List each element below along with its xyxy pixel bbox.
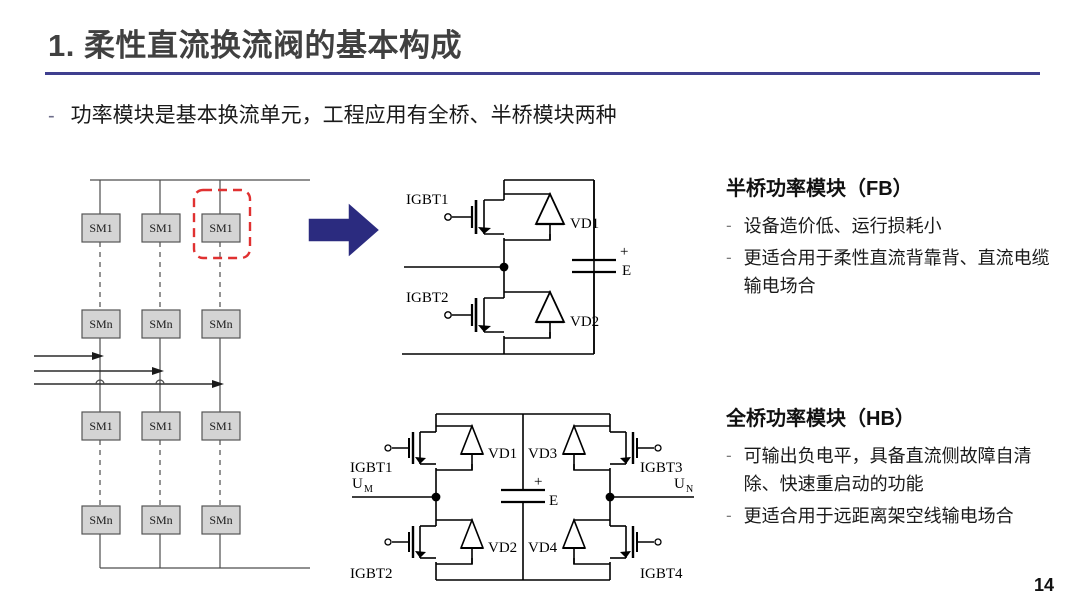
igbt4-symbol xyxy=(610,525,662,559)
full-bridge-circuit-diagram: + E U M U N IGBT1 VD1 IGBT2 xyxy=(350,413,694,582)
module-label: SMn xyxy=(209,513,232,527)
module-sm1-col2: SM1 xyxy=(141,213,181,243)
module-smn-upper-col2: SMn xyxy=(141,309,181,339)
un-subscript: N xyxy=(686,484,693,495)
bullet-dash-marker: - xyxy=(726,248,732,267)
module-sm1-lower-col1: SM1 xyxy=(81,411,121,441)
module-sm1-col1: SM1 xyxy=(81,213,121,243)
module-sm1-lower-col2: SM1 xyxy=(141,411,181,441)
page-number: 14 xyxy=(1033,575,1054,595)
capacitor-plus-label: + xyxy=(534,474,542,490)
module-label: SM1 xyxy=(89,419,112,433)
vd2-label: VD2 xyxy=(488,540,517,556)
module-smn-upper-col3: SMn xyxy=(201,309,241,339)
module-smn-lower-col1: SMn xyxy=(81,505,121,535)
igbt2-label: IGBT2 xyxy=(350,566,393,582)
igbt3-label: IGBT3 xyxy=(640,460,683,476)
module-label: SMn xyxy=(89,317,112,331)
right-arrow-icon xyxy=(307,200,382,260)
subtitle-bullet: - 功率模块是基本换流单元，工程应用有全桥、半桥模块两种 xyxy=(48,99,617,129)
vd3-diode-symbol xyxy=(561,423,610,471)
vd1-label: VD1 xyxy=(570,216,599,232)
hb-panel-heading: 全桥功率模块（HB） xyxy=(726,408,915,430)
fb-bullet-1: - 设备造价低、运行损耗小 xyxy=(726,212,1056,240)
igbt2-symbol xyxy=(384,525,436,559)
highlight-box-selected-module xyxy=(192,188,252,260)
module-smn-lower-col2: SMn xyxy=(141,505,181,535)
module-label: SM1 xyxy=(149,419,172,433)
igbt2-label: IGBT2 xyxy=(406,290,449,306)
bullet-dash-marker: - xyxy=(726,446,732,465)
un-label: U xyxy=(674,476,685,492)
vd2-diode-symbol xyxy=(436,517,485,565)
um-subscript: M xyxy=(364,484,373,495)
vd2-diode-symbol xyxy=(504,289,566,339)
um-label: U xyxy=(352,476,363,492)
vd1-diode-symbol xyxy=(436,423,485,471)
full-bridge-info-panel: 全桥功率模块（HB） - 可输出负电平，具备直流侧故障自清除、快速重启动的功能 … xyxy=(726,402,1056,534)
bullet-text: 更适合用于柔性直流背靠背、直流电缆输电场合 xyxy=(743,248,1050,296)
module-label: SMn xyxy=(149,513,172,527)
module-label: SM1 xyxy=(149,221,172,235)
igbt4-label: IGBT4 xyxy=(640,566,683,582)
module-label: SM1 xyxy=(209,419,232,433)
vd1-diode-symbol xyxy=(504,191,566,241)
bullet-text: 可输出负电平，具备直流侧故障自清除、快速重启动的功能 xyxy=(743,446,1032,494)
capacitor-symbol xyxy=(572,180,616,354)
hb-bullet-2: - 更适合用于远距离架空线输电场合 xyxy=(726,502,1056,530)
igbt2-symbol xyxy=(444,297,504,333)
igbt1-label: IGBT1 xyxy=(406,192,449,208)
vd1-label: VD1 xyxy=(488,446,517,462)
bullet-text: 设备造价低、运行损耗小 xyxy=(743,216,942,236)
igbt1-symbol xyxy=(444,199,504,235)
bullet-text: 更适合用于远距离架空线输电场合 xyxy=(743,506,1014,526)
capacitor-plus-label: + xyxy=(620,244,628,260)
page-title: 1. 柔性直流换流阀的基本构成 xyxy=(48,28,462,63)
module-sm1-col3-highlighted: SM1 xyxy=(201,213,241,243)
igbt1-label: IGBT1 xyxy=(350,460,393,476)
half-bridge-circuit-diagram: IGBT1 VD1 IGBT2 VD2 xyxy=(402,179,631,355)
vd4-diode-symbol xyxy=(561,517,610,565)
capacitor-symbol xyxy=(501,488,545,504)
fb-panel-heading: 半桥功率模块（FB） xyxy=(726,178,913,200)
module-smn-upper-col1: SMn xyxy=(81,309,121,339)
phase-feed-arrowheads xyxy=(92,352,224,388)
fb-bullet-2: - 更适合用于柔性直流背靠背、直流电缆输电场合 xyxy=(726,244,1056,300)
module-label: SM1 xyxy=(89,221,112,235)
un-junction-dot xyxy=(605,492,615,502)
bullet-dash-marker: - xyxy=(726,216,732,235)
um-junction-dot xyxy=(431,492,441,502)
capacitor-e-label: E xyxy=(622,263,631,279)
wire-hop-arcs xyxy=(95,379,165,385)
vd4-label: VD4 xyxy=(528,540,558,556)
capacitor-e-label: E xyxy=(549,493,558,509)
subtitle-dash-marker: - xyxy=(48,105,55,127)
module-label: SM1 xyxy=(209,221,232,235)
subtitle-text: 功率模块是基本换流单元，工程应用有全桥、半桥模块两种 xyxy=(70,104,617,127)
igbt1-symbol xyxy=(384,431,436,465)
module-sm1-lower-col3: SM1 xyxy=(201,411,241,441)
title-underline-rule xyxy=(45,72,1040,75)
half-bridge-info-panel: 半桥功率模块（FB） - 设备造价低、运行损耗小 - 更适合用于柔性直流背靠背、… xyxy=(726,172,1056,304)
module-label: SMn xyxy=(209,317,232,331)
vd3-label: VD3 xyxy=(528,446,557,462)
phase-feed-arrows xyxy=(34,355,212,385)
vd2-label: VD2 xyxy=(570,314,599,330)
igbt3-symbol xyxy=(610,431,662,465)
bullet-dash-marker: - xyxy=(726,506,732,525)
module-label: SMn xyxy=(149,317,172,331)
module-smn-lower-col3: SMn xyxy=(201,505,241,535)
hb-bullet-1: - 可输出负电平，具备直流侧故障自清除、快速重启动的功能 xyxy=(726,442,1056,498)
module-label: SMn xyxy=(89,513,112,527)
ac-output-junction-dot xyxy=(499,262,509,272)
converter-valve-schematic: SM1 SM1 SM1 SMn SMn SMn SM1 SM1 SM1 SMn … xyxy=(34,179,310,569)
